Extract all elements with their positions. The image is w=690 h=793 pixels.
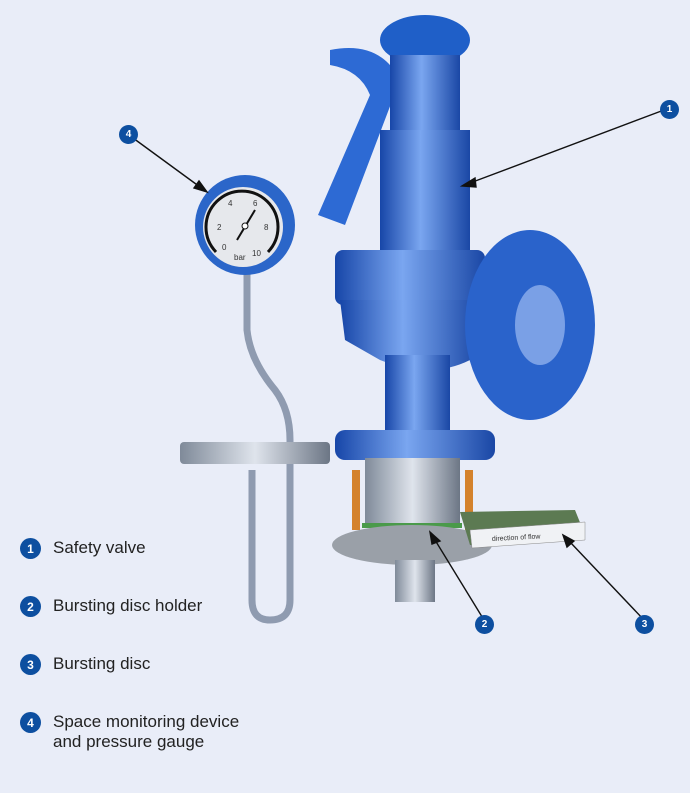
- gauge-tick: 6: [253, 199, 258, 208]
- gauge-tick: 8: [264, 223, 269, 232]
- gauge-tick: 0: [222, 243, 227, 252]
- arrowhead-3: [561, 533, 576, 549]
- legend-badge: 1: [20, 538, 41, 559]
- inlet-flange: [335, 430, 495, 460]
- gauge-tick: 4: [228, 199, 233, 208]
- leader-line-1: [469, 109, 665, 184]
- legend-item: 1 Safety valve: [20, 538, 239, 560]
- legend: 1 Safety valve 2 Bursting disc holder 3 …: [20, 538, 239, 770]
- legend-badge: 4: [20, 712, 41, 733]
- bursting-disc-holder: [332, 458, 492, 602]
- callout-2: 2: [475, 615, 494, 634]
- disc-label: direction of flow: [492, 533, 542, 543]
- gauge-tick: 10: [252, 249, 261, 258]
- gauge-unit: bar: [234, 253, 246, 262]
- connector-rod: [180, 442, 330, 464]
- bursting-disc: direction of flow: [460, 510, 586, 549]
- callout-1: 1: [660, 100, 679, 119]
- arrowhead-2: [428, 530, 442, 545]
- legend-item: 3 Bursting disc: [20, 654, 239, 676]
- leader-line-3: [569, 541, 645, 621]
- legend-label: Bursting disc: [53, 654, 151, 673]
- legend-label-line: and pressure gauge: [53, 732, 205, 751]
- arrowhead-1: [459, 176, 477, 188]
- legend-label-line: Space monitoring device: [53, 712, 240, 731]
- pressure-gauge: 0 2 4 6 8 10 bar: [195, 175, 295, 275]
- leader-arrows: [132, 109, 665, 621]
- safety-valve: [318, 15, 595, 460]
- gauge-tube: [243, 270, 294, 624]
- callout-4: 4: [119, 125, 138, 144]
- legend-badge: 3: [20, 654, 41, 675]
- lifting-lever: [318, 48, 400, 225]
- legend-label: Bursting disc holder: [53, 596, 203, 615]
- legend-item: 4 Space monitoring device and pressure g…: [20, 712, 239, 751]
- callout-3: 3: [635, 615, 654, 634]
- legend-label: Space monitoring device and pressure gau…: [53, 712, 239, 752]
- legend-item: 2 Bursting disc holder: [20, 596, 239, 618]
- arrowhead-4: [192, 179, 209, 194]
- leader-line-4: [132, 137, 201, 188]
- legend-label: Safety valve: [53, 538, 146, 557]
- gauge-tick: 2: [217, 223, 222, 232]
- legend-badge: 2: [20, 596, 41, 617]
- leader-line-2: [434, 539, 485, 621]
